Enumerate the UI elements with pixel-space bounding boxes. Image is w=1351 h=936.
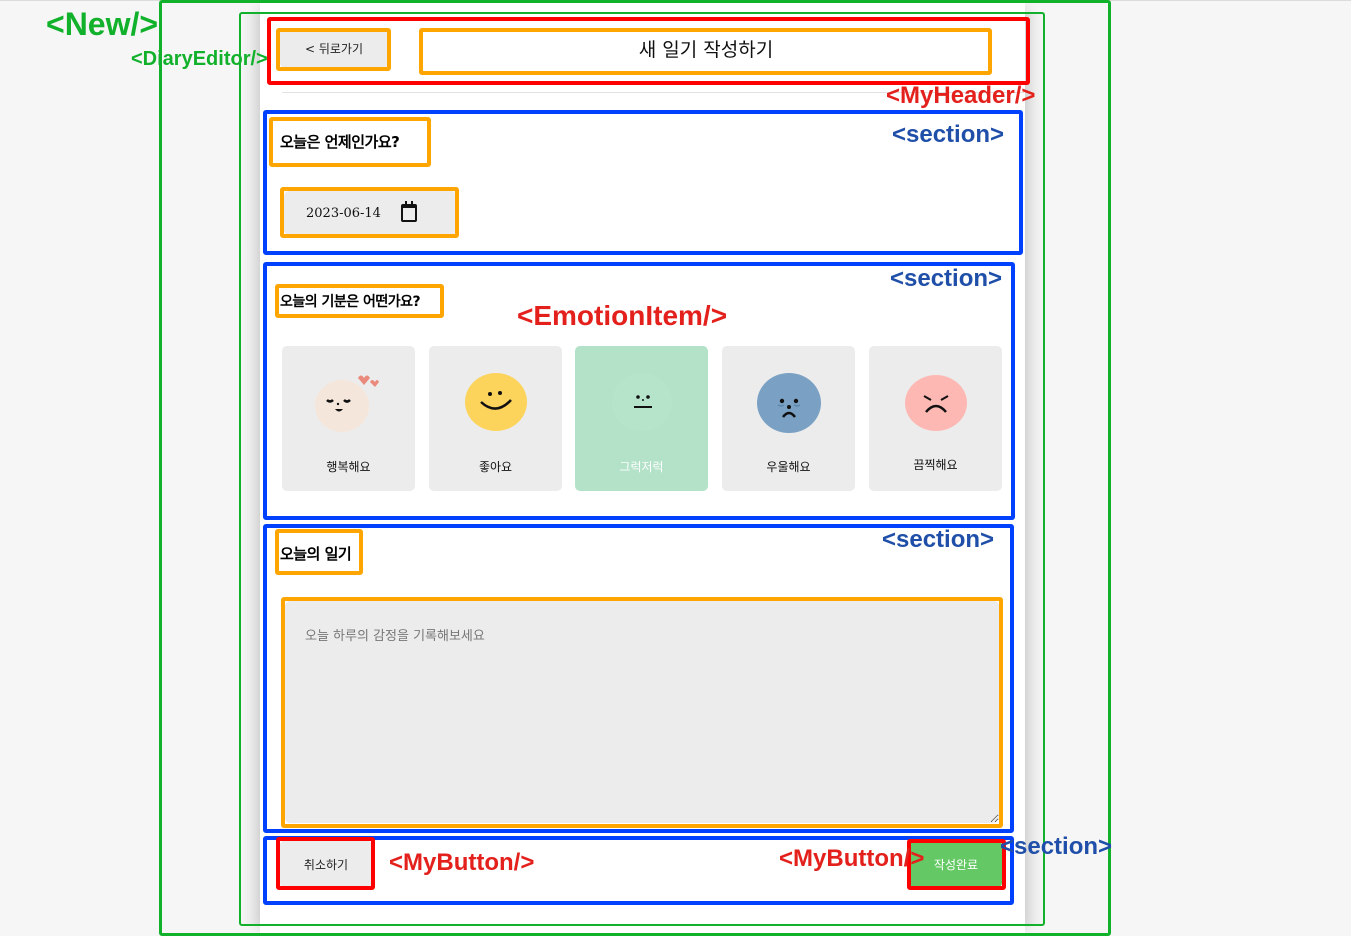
emotion-soso-icon — [610, 372, 674, 434]
date-value: 2023-06-14 — [306, 205, 381, 221]
emotion-item-soso[interactable]: 그럭저럭 — [575, 346, 708, 491]
header-divider — [282, 92, 1024, 93]
calendar-icon[interactable] — [400, 201, 417, 222]
emotion-good-icon — [464, 372, 528, 434]
emotion-good-label: 좋아요 — [478, 460, 513, 474]
emotion-terrible-icon — [904, 374, 968, 432]
cancel-button-label: 취소하기 — [303, 857, 349, 872]
emotion-terrible-label: 끔찍해요 — [913, 458, 958, 472]
emotion-happy-label: 행복해요 — [326, 460, 371, 474]
app-shadow-right — [1025, 14, 1043, 924]
emotion-happy-icon — [314, 368, 384, 438]
submit-button-label: 작성완료 — [933, 857, 979, 872]
emotion-item-happy[interactable]: 행복해요 — [282, 346, 415, 491]
back-button[interactable]: < 뒤로가기 — [280, 28, 388, 68]
emotion-sad-icon — [756, 372, 822, 434]
back-button-label: < 뒤로가기 — [304, 41, 364, 56]
submit-button[interactable]: 작성완료 — [910, 841, 1002, 887]
emotion-item-sad[interactable]: 우울해요 — [722, 346, 855, 491]
emotion-item-terrible[interactable]: 끔찍해요 — [869, 346, 1002, 491]
page-title: 새 일기 작성하기 — [638, 39, 774, 61]
date-input[interactable]: 2023-06-14 — [284, 191, 456, 235]
annotation-label-new: <New/> — [46, 6, 159, 42]
emotion-section-title: 오늘의 기분은 어떤가요? — [280, 294, 421, 310]
date-section-title: 오늘은 언제인가요? — [280, 133, 400, 151]
diary-textarea[interactable] — [285, 601, 999, 823]
diary-section-title: 오늘의 일기 — [280, 545, 352, 563]
emotion-item-good[interactable]: 좋아요 — [429, 346, 562, 491]
app-shadow-left — [242, 14, 260, 924]
emotion-soso-label: 그럭저럭 — [619, 460, 664, 474]
cancel-button[interactable]: 취소하기 — [280, 841, 372, 887]
emotion-sad-label: 우울해요 — [766, 460, 811, 474]
